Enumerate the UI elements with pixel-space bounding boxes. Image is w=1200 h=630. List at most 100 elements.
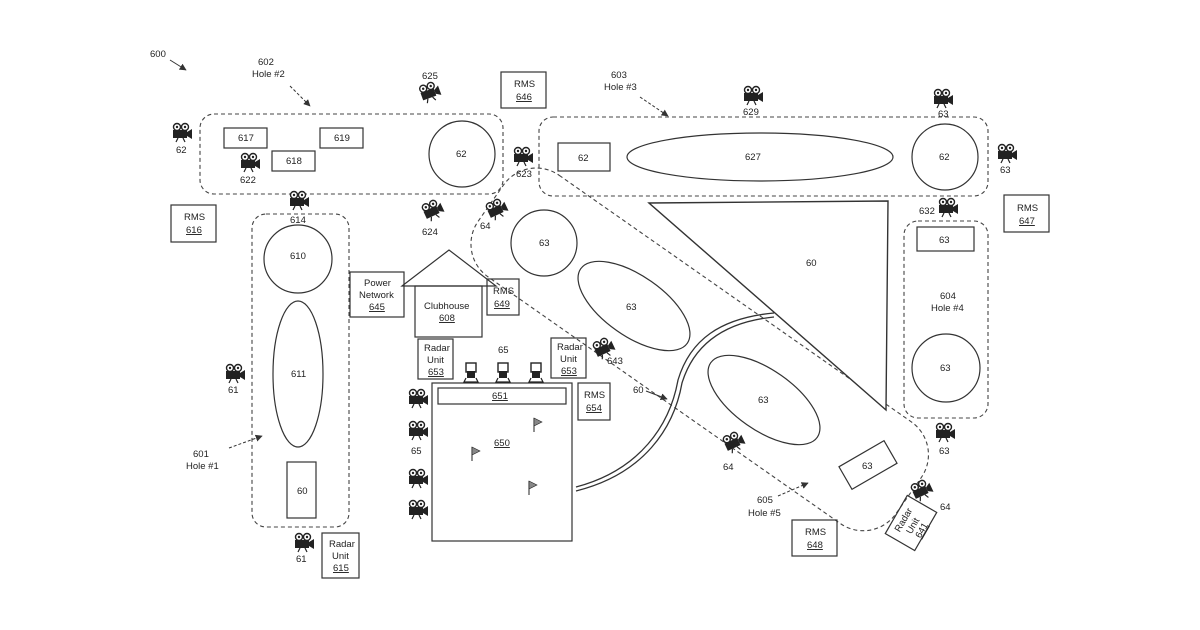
camera-64-label-a: 64 (480, 221, 491, 232)
camera-622-icon (241, 154, 260, 173)
camera-63-label-a: 63 (938, 109, 949, 120)
camera-63-label-b: 63 (1000, 165, 1011, 176)
rms-616-label: RMS (184, 212, 205, 223)
camera-623-label: 623 (516, 169, 532, 180)
camera-614-label: 614 (290, 215, 306, 226)
rms-616-number: 616 (186, 225, 202, 236)
rms-654-number: 654 (586, 403, 602, 414)
hole-1-fairway-label: 611 (291, 369, 306, 380)
driving-range-label: 650 (494, 438, 510, 449)
cart-path-label: 60 (633, 385, 644, 396)
hole-5-green-label: 63 (539, 238, 550, 249)
radar-653-left-line1: Radar (424, 343, 450, 354)
camera-62-label: 62 (176, 145, 187, 156)
camera-643-label: 643 (607, 356, 623, 367)
radar-653-right-line1: Radar (557, 342, 583, 353)
hole-4-label: Hole #4 (931, 303, 964, 314)
hole-3-green-label: 62 (939, 152, 950, 163)
hole-1-label: Hole #1 (186, 461, 219, 472)
camera-623-icon (514, 148, 533, 167)
hole-2-number: 602 (258, 57, 274, 68)
rms-648-number: 648 (807, 540, 823, 551)
camera-64-icon-b (722, 430, 747, 455)
rms-654 (578, 383, 610, 420)
range-flag-1 (534, 418, 542, 432)
hole-1-tee-label: 60 (297, 486, 308, 497)
camera-64-label-b: 64 (723, 462, 734, 473)
power-network-number: 645 (369, 302, 385, 313)
radar-615-line2: Unit (332, 551, 349, 562)
radar-653-left-number: 653 (428, 367, 444, 378)
range-left-camera-2-icon (409, 422, 428, 441)
camera-61-icon-b (295, 534, 314, 553)
rms-649-label: RMS (493, 286, 514, 297)
radar-653-right-line2: Unit (560, 354, 577, 365)
rms-646-number: 646 (516, 92, 532, 103)
rms-646-label: RMS (514, 79, 535, 90)
range-left-camera-3-icon (409, 470, 428, 489)
range-camera-group-top-label: 65 (498, 345, 509, 356)
hole-5-label: Hole #5 (748, 508, 781, 519)
box-618-label: 618 (286, 156, 302, 167)
camera-62-icon (173, 124, 192, 143)
clubhouse-label: Clubhouse (424, 301, 469, 312)
hole-3-label: Hole #3 (604, 82, 637, 93)
power-network-line1: Power (364, 278, 391, 289)
camera-632-label: 632 (919, 206, 935, 217)
radar-615-number: 615 (333, 563, 349, 574)
figure-number: 600 (150, 49, 166, 60)
rms-654-label: RMS (584, 390, 605, 401)
camera-624-icon (421, 198, 446, 223)
radar-653-left-line2: Unit (427, 355, 444, 366)
radar-641-group: Radar Unit 641 (885, 495, 938, 551)
range-flag-3 (529, 481, 537, 495)
range-top-camera-1-icon (464, 363, 478, 382)
camera-632-icon (939, 199, 958, 218)
hole-1-number: 601 (193, 449, 209, 460)
range-camera-group-left-label: 65 (411, 446, 422, 457)
hole-3-tee-label: 62 (578, 153, 589, 164)
hole-5-fairway-2-label: 63 (758, 395, 769, 406)
box-619-label: 619 (334, 133, 350, 144)
hole-3-number: 603 (611, 70, 627, 81)
radar-653-right-number: 653 (561, 366, 577, 377)
hole-1-green-label: 610 (290, 251, 306, 262)
range-top-camera-2-icon (496, 363, 510, 382)
rms-616 (171, 205, 216, 242)
driving-range (432, 383, 572, 541)
hole-4-number: 604 (940, 291, 956, 302)
camera-61-label-b: 61 (296, 554, 307, 565)
hole-4-tee-label: 63 (939, 235, 950, 246)
clubhouse-roof (402, 250, 496, 286)
clubhouse-number: 608 (439, 313, 455, 324)
camera-629-label: 629 (743, 107, 759, 118)
camera-625-icon (418, 80, 442, 104)
camera-625-label: 625 (422, 71, 438, 82)
hazard-triangle (649, 201, 888, 410)
power-network-line2: Network (359, 290, 394, 301)
hole-2-label: Hole #2 (252, 69, 285, 80)
rms-647-number: 647 (1019, 216, 1035, 227)
camera-624-label: 624 (422, 227, 438, 238)
box-617-label: 617 (238, 133, 254, 144)
camera-63-icon-a (934, 90, 953, 109)
rms-649-number: 649 (494, 299, 510, 310)
hole-4-green-label: 63 (940, 363, 951, 374)
hitting-bay-label: 651 (492, 391, 508, 402)
hole-3-boundary (539, 117, 988, 196)
range-left-camera-4-icon (409, 501, 428, 520)
hole-5-number: 605 (757, 495, 773, 506)
hole-2-green-label: 62 (456, 149, 467, 160)
range-left-camera-1-icon (409, 390, 428, 409)
camera-63-icon-b (998, 145, 1017, 164)
hole-5-fairway-1-label: 63 (626, 302, 637, 313)
camera-629-icon (744, 87, 763, 106)
range-flag-2 (472, 447, 480, 461)
camera-61-label-a: 61 (228, 385, 239, 396)
hole-5-tee-label: 63 (862, 461, 873, 472)
camera-63-label-c: 63 (939, 446, 950, 457)
camera-622-label: 622 (240, 175, 256, 186)
hazard-triangle-label: 60 (806, 258, 817, 269)
